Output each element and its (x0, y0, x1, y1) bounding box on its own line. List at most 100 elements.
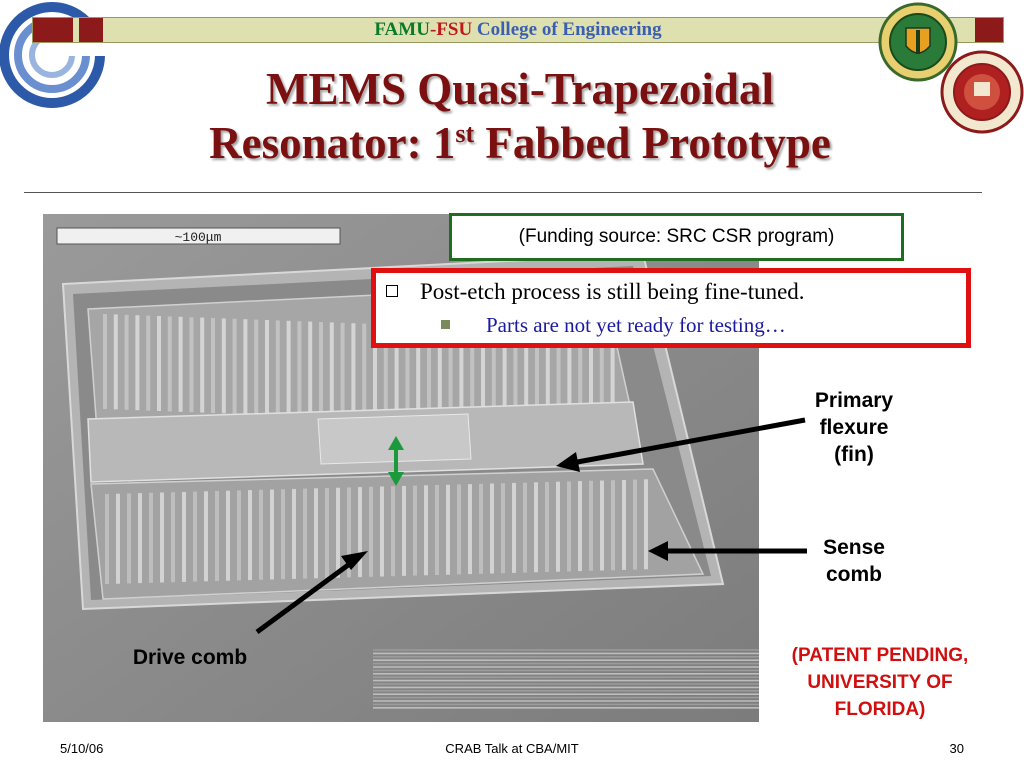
status-bullet-2-text: Parts are not yet ready for testing… (486, 313, 786, 337)
comb-finger (369, 486, 373, 577)
comb-finger (599, 332, 604, 428)
patent-pending-note: (PATENT PENDING, UNIVERSITY OF FLORIDA) (755, 642, 1005, 723)
comb-finger (611, 480, 615, 571)
displacement-arrow-icon (388, 436, 404, 486)
comb-finger (427, 326, 431, 421)
comb-finger (512, 482, 516, 573)
comb-finger (127, 493, 131, 584)
status-bullet-2: Parts are not yet ready for testing… (441, 313, 786, 338)
comb-finger (351, 323, 356, 419)
footer-date: 5/10/06 (60, 741, 104, 756)
comb-finger (383, 324, 388, 420)
comb-finger (446, 484, 450, 575)
comb-finger (281, 489, 285, 580)
comb-finger (211, 318, 215, 413)
comb-finger (424, 485, 428, 576)
header-famu: FAMU (374, 19, 430, 40)
title-line-2-suffix: Fabbed Prototype (474, 118, 831, 168)
hollow-square-bullet-icon (386, 285, 398, 297)
comb-finger (490, 483, 494, 574)
comb-finger (336, 487, 340, 578)
scale-bar-label: ~100μm (175, 230, 222, 245)
comb-finger (589, 480, 593, 571)
status-bullet-1-text: Post-etch process is still being fine-tu… (420, 279, 805, 304)
header-accent-right (975, 18, 1003, 42)
comb-finger (457, 484, 461, 575)
comb-finger (347, 487, 351, 578)
comb-finger (167, 316, 172, 412)
fsu-seal-logo (940, 50, 1024, 134)
comb-finger (105, 494, 109, 584)
comb-finger (524, 329, 529, 425)
comb-finger (292, 488, 296, 579)
patent-note-line-2: UNIVERSITY OF (807, 672, 953, 693)
comb-finger (113, 314, 118, 410)
title-superscript: st (455, 119, 475, 148)
comb-finger (232, 318, 237, 414)
slide-title: MEMS Quasi-Trapezoidal Resonator: 1st Fa… (110, 62, 930, 170)
comb-finger (589, 332, 593, 427)
patent-note-line-1: (PATENT PENDING, (791, 645, 969, 666)
lower-comb-fingers (105, 479, 648, 584)
comb-finger (160, 492, 164, 583)
comb-finger (362, 323, 367, 419)
header-fsu: FSU (436, 19, 473, 40)
comb-finger (501, 483, 505, 574)
comb-finger (248, 490, 252, 581)
comb-finger (479, 483, 483, 574)
comb-finger (435, 485, 439, 575)
filled-square-bullet-icon (441, 320, 450, 329)
comb-finger (644, 479, 648, 570)
comb-finger (459, 327, 464, 423)
primary-flexure-label-line-2: flexure (819, 416, 889, 439)
comb-finger (513, 329, 518, 425)
comb-finger (567, 481, 571, 572)
header-dash: - (429, 19, 437, 40)
comb-finger (578, 331, 583, 427)
header-accent-left (33, 18, 103, 42)
comb-finger (243, 319, 248, 415)
comb-finger (633, 479, 637, 570)
comb-finger (402, 485, 406, 576)
primary-flexure-label-line-1: Primary (814, 389, 894, 412)
comb-finger (226, 490, 230, 581)
comb-finger (275, 320, 280, 416)
comb-finger (578, 481, 582, 572)
funding-source-box: (Funding source: SRC CSR program) (449, 213, 904, 261)
title-line-1: MEMS Quasi-Trapezoidal (266, 64, 774, 114)
comb-finger (448, 326, 453, 422)
comb-finger (103, 314, 107, 409)
comb-finger (373, 324, 377, 419)
comb-finger (314, 488, 318, 579)
comb-finger (135, 315, 140, 411)
sense-comb-label-line-2: comb (825, 563, 882, 586)
comb-finger (189, 317, 194, 413)
comb-finger (303, 488, 307, 579)
title-divider (24, 192, 982, 193)
comb-finger (254, 319, 259, 415)
comb-finger (259, 489, 263, 580)
comb-finger (124, 314, 129, 410)
comb-finger (622, 479, 626, 570)
comb-finger (470, 327, 475, 423)
comb-finger (413, 485, 417, 576)
comb-finger (319, 322, 323, 417)
famu-seal-logo (878, 2, 958, 82)
comb-finger (146, 315, 151, 411)
comb-finger (600, 480, 604, 571)
comb-finger (157, 316, 161, 411)
comb-finger (215, 491, 219, 581)
primary-flexure-label: Primary flexure (fin) (790, 387, 918, 468)
status-bullet-1: Post-etch process is still being fine-tu… (386, 279, 805, 305)
comb-finger (556, 330, 561, 426)
comb-finger (535, 330, 539, 425)
comb-finger (610, 332, 615, 428)
comb-finger (329, 322, 334, 418)
comb-finger (138, 493, 142, 584)
comb-finger (358, 487, 362, 578)
comb-finger (468, 484, 472, 575)
comb-finger (221, 318, 226, 414)
comb-finger (204, 491, 208, 582)
comb-finger (502, 328, 507, 424)
comb-finger (567, 331, 572, 427)
